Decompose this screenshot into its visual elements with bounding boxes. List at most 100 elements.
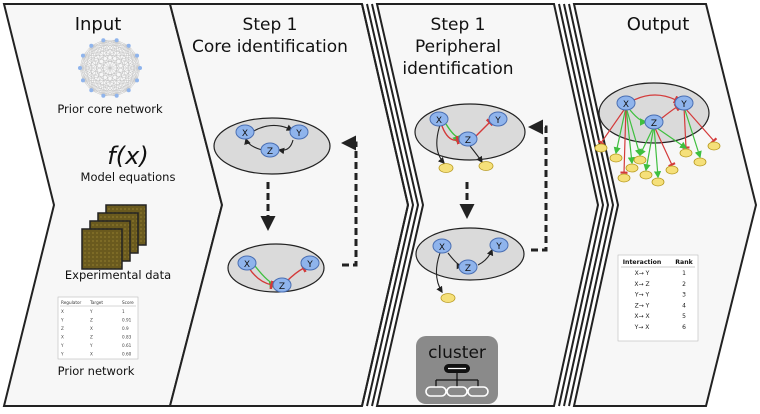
node-x: X xyxy=(244,260,250,270)
peripheral-node xyxy=(625,163,639,173)
peripheral-node xyxy=(594,143,608,153)
output-table-cell: X→ X xyxy=(634,313,649,320)
graph-node xyxy=(138,66,142,70)
prior-table-cell: Y xyxy=(60,352,64,357)
prior-table-cell: X xyxy=(90,326,93,331)
node-z: Z xyxy=(279,282,285,292)
equation-symbol: f(x) xyxy=(107,142,148,170)
step1-peripheral-subtitle-line1: Peripheral xyxy=(415,37,501,57)
panel-step1-peripheral xyxy=(375,3,615,407)
graph-node xyxy=(126,43,131,48)
peripheral-node xyxy=(609,153,623,163)
graph-node xyxy=(89,43,94,48)
prior-table-header: Regulator xyxy=(61,300,82,305)
peripheral-node xyxy=(693,157,707,167)
node-x: X xyxy=(242,129,248,139)
output-table-cell: 3 xyxy=(682,292,686,299)
prior-table-cell: 0.9 xyxy=(122,326,129,331)
prior-table-cell: Y xyxy=(60,318,64,323)
prior-table-cell: 1 xyxy=(122,309,125,314)
panel-step1-core xyxy=(168,3,420,407)
node-y: Y xyxy=(495,242,502,252)
peripheral-network-candidate-1: X Y Z xyxy=(414,103,526,173)
output-table-cell: 1 xyxy=(682,270,686,277)
peripheral-node xyxy=(707,141,721,151)
prior-table-cell: 0.91 xyxy=(122,318,132,323)
step1-peripheral-title: Step 1 xyxy=(431,15,486,35)
peripheral-node xyxy=(478,161,494,171)
step1-core-title: Step 1 xyxy=(243,15,298,35)
panel-output xyxy=(572,2,758,407)
node-x: X xyxy=(623,100,629,110)
prior-table-cell: Z xyxy=(90,335,93,340)
prior-table-cell: Y xyxy=(89,343,93,348)
output-table-cell: X→ Z xyxy=(634,281,649,288)
prior-core-network-label: Prior core network xyxy=(57,102,163,116)
prior-table-cell: X xyxy=(90,352,93,357)
node-x: X xyxy=(436,116,442,126)
graph-node xyxy=(114,93,119,98)
output-table-cell: 6 xyxy=(682,324,686,331)
graph-node xyxy=(80,53,85,58)
prior-table-cell: Z xyxy=(90,318,93,323)
graph-node xyxy=(126,88,131,93)
peripheral-node xyxy=(440,293,456,303)
model-equations-label: Model equations xyxy=(81,170,176,184)
peripheral-node xyxy=(665,165,679,175)
graph-node xyxy=(101,93,106,98)
node-z: Z xyxy=(465,136,471,146)
prior-table-cell: 0.83 xyxy=(122,335,132,340)
output-table-cell: 2 xyxy=(682,281,686,288)
graph-node xyxy=(80,78,85,83)
prior-table-cell: Y xyxy=(89,309,93,314)
node-y: Y xyxy=(494,116,501,126)
graph-node xyxy=(135,53,140,58)
core-network-candidate-2: X Y Z xyxy=(227,243,325,293)
prior-table-cell: 0.60 xyxy=(122,352,132,357)
prior-table-cell: Z xyxy=(61,326,64,331)
graph-node xyxy=(114,38,119,43)
output-table-cell: Y→ X xyxy=(634,324,650,331)
prior-network-label: Prior network xyxy=(58,364,135,378)
peripheral-node xyxy=(438,163,454,173)
node-y: Y xyxy=(680,100,687,110)
node-z: Z xyxy=(465,264,471,274)
prior-table-cell: 0.61 xyxy=(122,343,132,348)
node-z: Z xyxy=(267,147,273,157)
prior-table-cell: Y xyxy=(60,343,64,348)
node-x: X xyxy=(439,243,445,253)
prior-table-header: Target xyxy=(89,300,103,305)
prior-core-network-graphic xyxy=(78,38,142,98)
core-network-candidate-1: X Y Z xyxy=(213,117,331,175)
peripheral-node xyxy=(633,155,647,165)
peripheral-node xyxy=(679,148,693,158)
output-table-cell: Y→ Y xyxy=(634,292,650,299)
prior-table-cell: X xyxy=(61,309,64,314)
output-network: X Y Z xyxy=(594,82,721,187)
output-table-cell: X→ Y xyxy=(635,270,650,277)
node-y: Y xyxy=(295,129,302,139)
experimental-data-label: Experimental data xyxy=(65,268,171,282)
input-title: Input xyxy=(75,14,122,35)
prior-table-header: Score xyxy=(122,300,134,305)
core-iteration-arrows xyxy=(260,135,358,267)
output-table-cell: Z→ Y xyxy=(635,302,650,309)
output-table-header: Interaction xyxy=(623,259,662,266)
graph-node xyxy=(89,88,94,93)
peripheral-node xyxy=(617,173,631,183)
experimental-data-stack xyxy=(81,204,147,270)
peripheral-node xyxy=(651,177,665,187)
graph-node xyxy=(101,38,106,43)
cluster-label: cluster xyxy=(428,343,486,363)
output-title: Output xyxy=(627,14,690,35)
prior-table-cell: X xyxy=(61,335,64,340)
graph-node xyxy=(78,66,82,70)
node-y: Y xyxy=(306,260,313,270)
graph-node xyxy=(135,78,140,83)
node-z: Z xyxy=(651,119,657,129)
peripheral-network-candidate-2: X Y Z xyxy=(415,227,525,303)
